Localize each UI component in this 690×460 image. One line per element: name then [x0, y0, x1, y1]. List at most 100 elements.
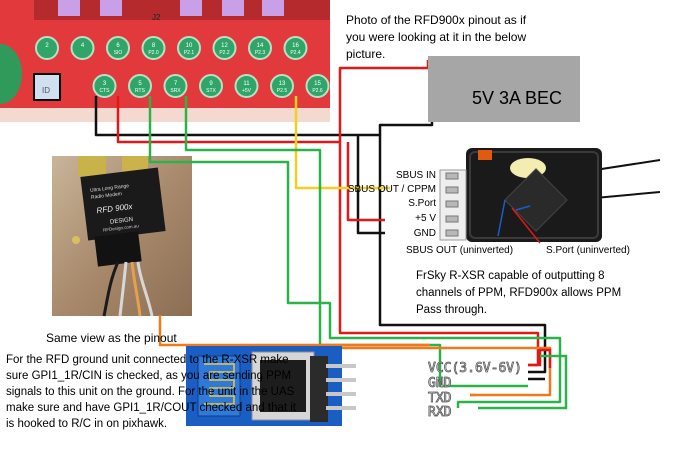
bt-pin-txd: TXD: [428, 391, 452, 406]
module-model-label: RFD 900x: [96, 202, 134, 215]
wire-bec-5v: [338, 60, 430, 142]
pin-pad-top: [106, 36, 130, 60]
pin-number: 10: [186, 43, 193, 49]
rx-pin-labels: SBUS IN SBUS OUT / CPPM S.Port +5 V GND …: [348, 170, 630, 256]
pin-function: P2.5: [277, 88, 288, 94]
header-tab: [180, 0, 202, 16]
board-mount-hole: [0, 44, 22, 104]
pin-number: 2: [45, 43, 49, 49]
header-tab: [100, 0, 122, 16]
pin-pad-bottom: [199, 74, 223, 98]
wire-bec-ground: [378, 107, 434, 135]
module-mount-screw: [72, 236, 80, 244]
bt-pin-labels: VCC(3.6V-6V) GND TXD RXD: [428, 361, 523, 421]
pin-number: 16: [292, 43, 299, 49]
module-body: [80, 167, 166, 241]
pin-function: +5V: [242, 88, 252, 94]
pin-function: RTS: [135, 88, 146, 94]
rx-connector-pin: [445, 186, 459, 194]
pin-function: P2.0: [148, 50, 159, 56]
wire-green: [184, 96, 442, 378]
bt-module: [186, 346, 356, 426]
wire-txd-orange: [322, 346, 552, 397]
pin-pad-top: [212, 36, 237, 60]
bt-antenna-area: [197, 355, 241, 417]
pin-number: 7: [174, 81, 178, 87]
pin-1-square-pad: [33, 73, 61, 101]
pin-number: 8: [152, 43, 156, 49]
bt-pin-wires: [470, 348, 568, 410]
rx-antenna: [594, 191, 661, 199]
pin-function: P2.1: [184, 50, 195, 56]
pin-function: STX: [206, 88, 216, 94]
pin-number: 3: [103, 81, 107, 87]
caption-rx-note: FrSky R-XSR capable of outputting 8 chan…: [416, 270, 622, 316]
bt-header-pin: [326, 392, 356, 396]
sbus-pointer: [515, 205, 531, 211]
bec-body: [428, 56, 580, 122]
module-url-label: RFDesign.com.au: [103, 223, 140, 232]
pin-pad-bottom: [92, 74, 117, 98]
pin-function: P2.2: [219, 50, 230, 56]
rx-connector-pin: [445, 215, 459, 223]
pin-pad-top: [141, 36, 166, 60]
wire-gnd-black: [94, 96, 547, 374]
pin-function: SRX: [170, 88, 181, 94]
pin-pad-bottom: [163, 74, 188, 98]
pin-pad-bottom: [305, 74, 330, 98]
bt-chip: [260, 360, 306, 412]
wire-rx-5v: [346, 142, 385, 222]
wire-rx-gnd: [356, 135, 385, 235]
antenna-connector-left: [78, 156, 106, 176]
rx-connector-pin: [445, 200, 459, 208]
bt-header-pin: [326, 364, 356, 368]
wire-green-long: [148, 96, 562, 408]
pin-function: P2.6: [312, 88, 323, 94]
pin-number: 14: [257, 43, 264, 49]
frsky-receiver: [439, 148, 661, 244]
rx-bind-button: [478, 150, 492, 160]
rx-connector-pins: [445, 172, 459, 237]
header-tab: [58, 0, 80, 16]
pin-number: 13: [279, 81, 286, 87]
bec-label: 5V 3A BEC: [472, 88, 562, 108]
module-text-line1: Ultra Long Range: [90, 183, 130, 194]
module-brand-label: DESIGN: [110, 217, 134, 226]
rx-pin-sport: S.Port: [408, 198, 436, 209]
bt-pin-gnd: GND: [428, 376, 452, 391]
pin-function: CTS: [100, 88, 111, 94]
pin-function: P2.4: [290, 50, 301, 56]
rx-pin-5v: +5 V: [415, 213, 436, 224]
board-left-label: ID: [42, 86, 50, 95]
bt-pin-vcc: VCC(3.6V-6V): [428, 361, 522, 376]
bt-antenna-trace: [204, 363, 235, 405]
module-pin-header: [94, 231, 142, 267]
rfd900x-module-photo: Ultra Long Range Radio Modem RFD 900x DE…: [52, 156, 192, 317]
rx-connector-pin: [445, 229, 459, 237]
bec-module: 5V 3A BEC: [428, 56, 580, 122]
bt-pin-rxd: RXD: [428, 405, 452, 420]
pin-pad-top: [35, 36, 59, 60]
rx-pin-sbus-in: SBUS IN: [396, 170, 436, 181]
pin-number: 9: [209, 81, 213, 87]
pin-number: 11: [243, 81, 250, 87]
pin-pad-top: [177, 36, 201, 60]
board-edge: [0, 108, 330, 122]
pin-number: 5: [138, 81, 142, 87]
header-label: J2: [152, 13, 161, 22]
rx-pin-sbus-out: SBUS OUT / CPPM: [348, 184, 436, 195]
caption-pinout-photo: Photo of the RFD900x pinout as if you we…: [346, 13, 527, 61]
pin-number: 4: [81, 43, 85, 49]
pin-number: 6: [116, 43, 120, 49]
wire-ppm-yellow: [294, 96, 390, 190]
wire-rxd-green-end: [438, 378, 528, 388]
pin-number: 15: [314, 81, 321, 87]
header-tab: [222, 0, 244, 16]
pin-pad-top: [70, 36, 95, 60]
bt-header-pin: [326, 378, 356, 382]
pin-function: SIO: [114, 50, 123, 56]
rx-connector-pin: [445, 172, 459, 180]
bt-pin-housing: [310, 356, 328, 422]
pin-function: P2.3: [255, 50, 266, 56]
